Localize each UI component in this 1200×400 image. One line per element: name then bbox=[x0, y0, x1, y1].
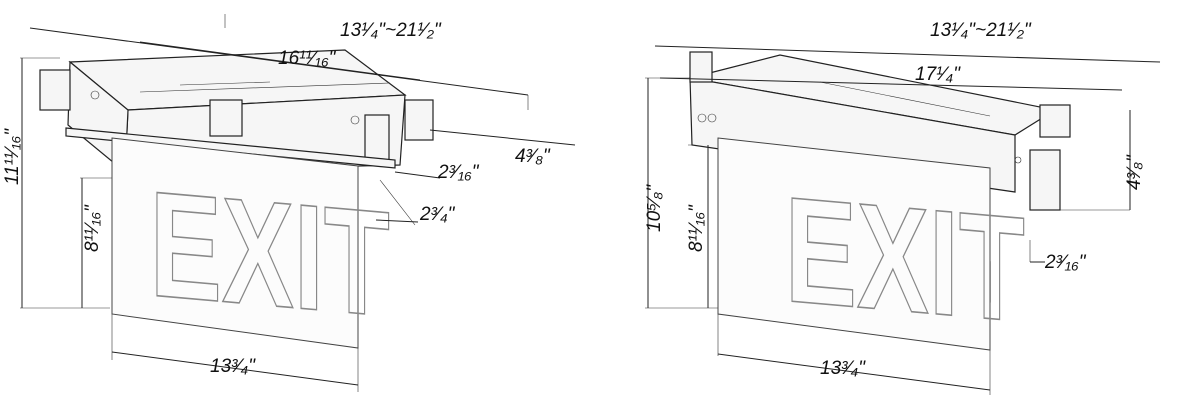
right-dim-housing-depth: 4³⁄₈" bbox=[1124, 154, 1145, 190]
right-dim-housing-length: 17¹⁄₄" bbox=[915, 64, 961, 85]
left-dim-depth-small: 2³⁄₁₆" bbox=[437, 162, 480, 183]
left-dim-housing-length: 16¹¹⁄₁₆" bbox=[278, 48, 337, 69]
right-dim-overall-length: 13¹⁄₄"~21¹⁄₂" bbox=[930, 20, 1032, 41]
left-dim-overall-height: 11¹¹⁄₁₆" bbox=[2, 128, 23, 185]
left-view: EXIT 13¹⁄₄"~21¹⁄₂" 16¹¹⁄₁₆" 11¹¹⁄₁₆" 8¹¹… bbox=[2, 14, 576, 392]
left-exit-panel: EXIT bbox=[111, 137, 390, 349]
right-dim-panel-width: 13³⁄₄" bbox=[820, 358, 866, 379]
right-dim-overall-height: 10⁵⁄₈" bbox=[644, 184, 665, 232]
left-dim-housing-depth: 4³⁄₈" bbox=[515, 146, 551, 167]
left-dim-overall-length: 13¹⁄₄"~21¹⁄₂" bbox=[340, 20, 442, 41]
right-exit-text: EXIT bbox=[785, 165, 1025, 353]
right-view: EXIT 13¹⁄₄"~21¹⁄₂" 17¹⁄₄" 10⁵⁄₈" 8¹¹⁄₁₆"… bbox=[644, 20, 1161, 395]
right-dim-depth-small: 2³⁄₁₆" bbox=[1044, 252, 1087, 273]
right-exit-panel: EXIT bbox=[717, 137, 1026, 354]
left-dim-drop: 2³⁄₄" bbox=[419, 204, 456, 225]
left-exit-text: EXIT bbox=[150, 160, 390, 348]
right-dim-panel-height: 8¹¹⁄₁₆" bbox=[686, 204, 707, 252]
left-dim-panel-width: 13³⁄₄" bbox=[210, 356, 256, 377]
left-dim-panel-height: 8¹¹⁄₁₆" bbox=[82, 204, 103, 252]
left-trim bbox=[65, 127, 396, 169]
